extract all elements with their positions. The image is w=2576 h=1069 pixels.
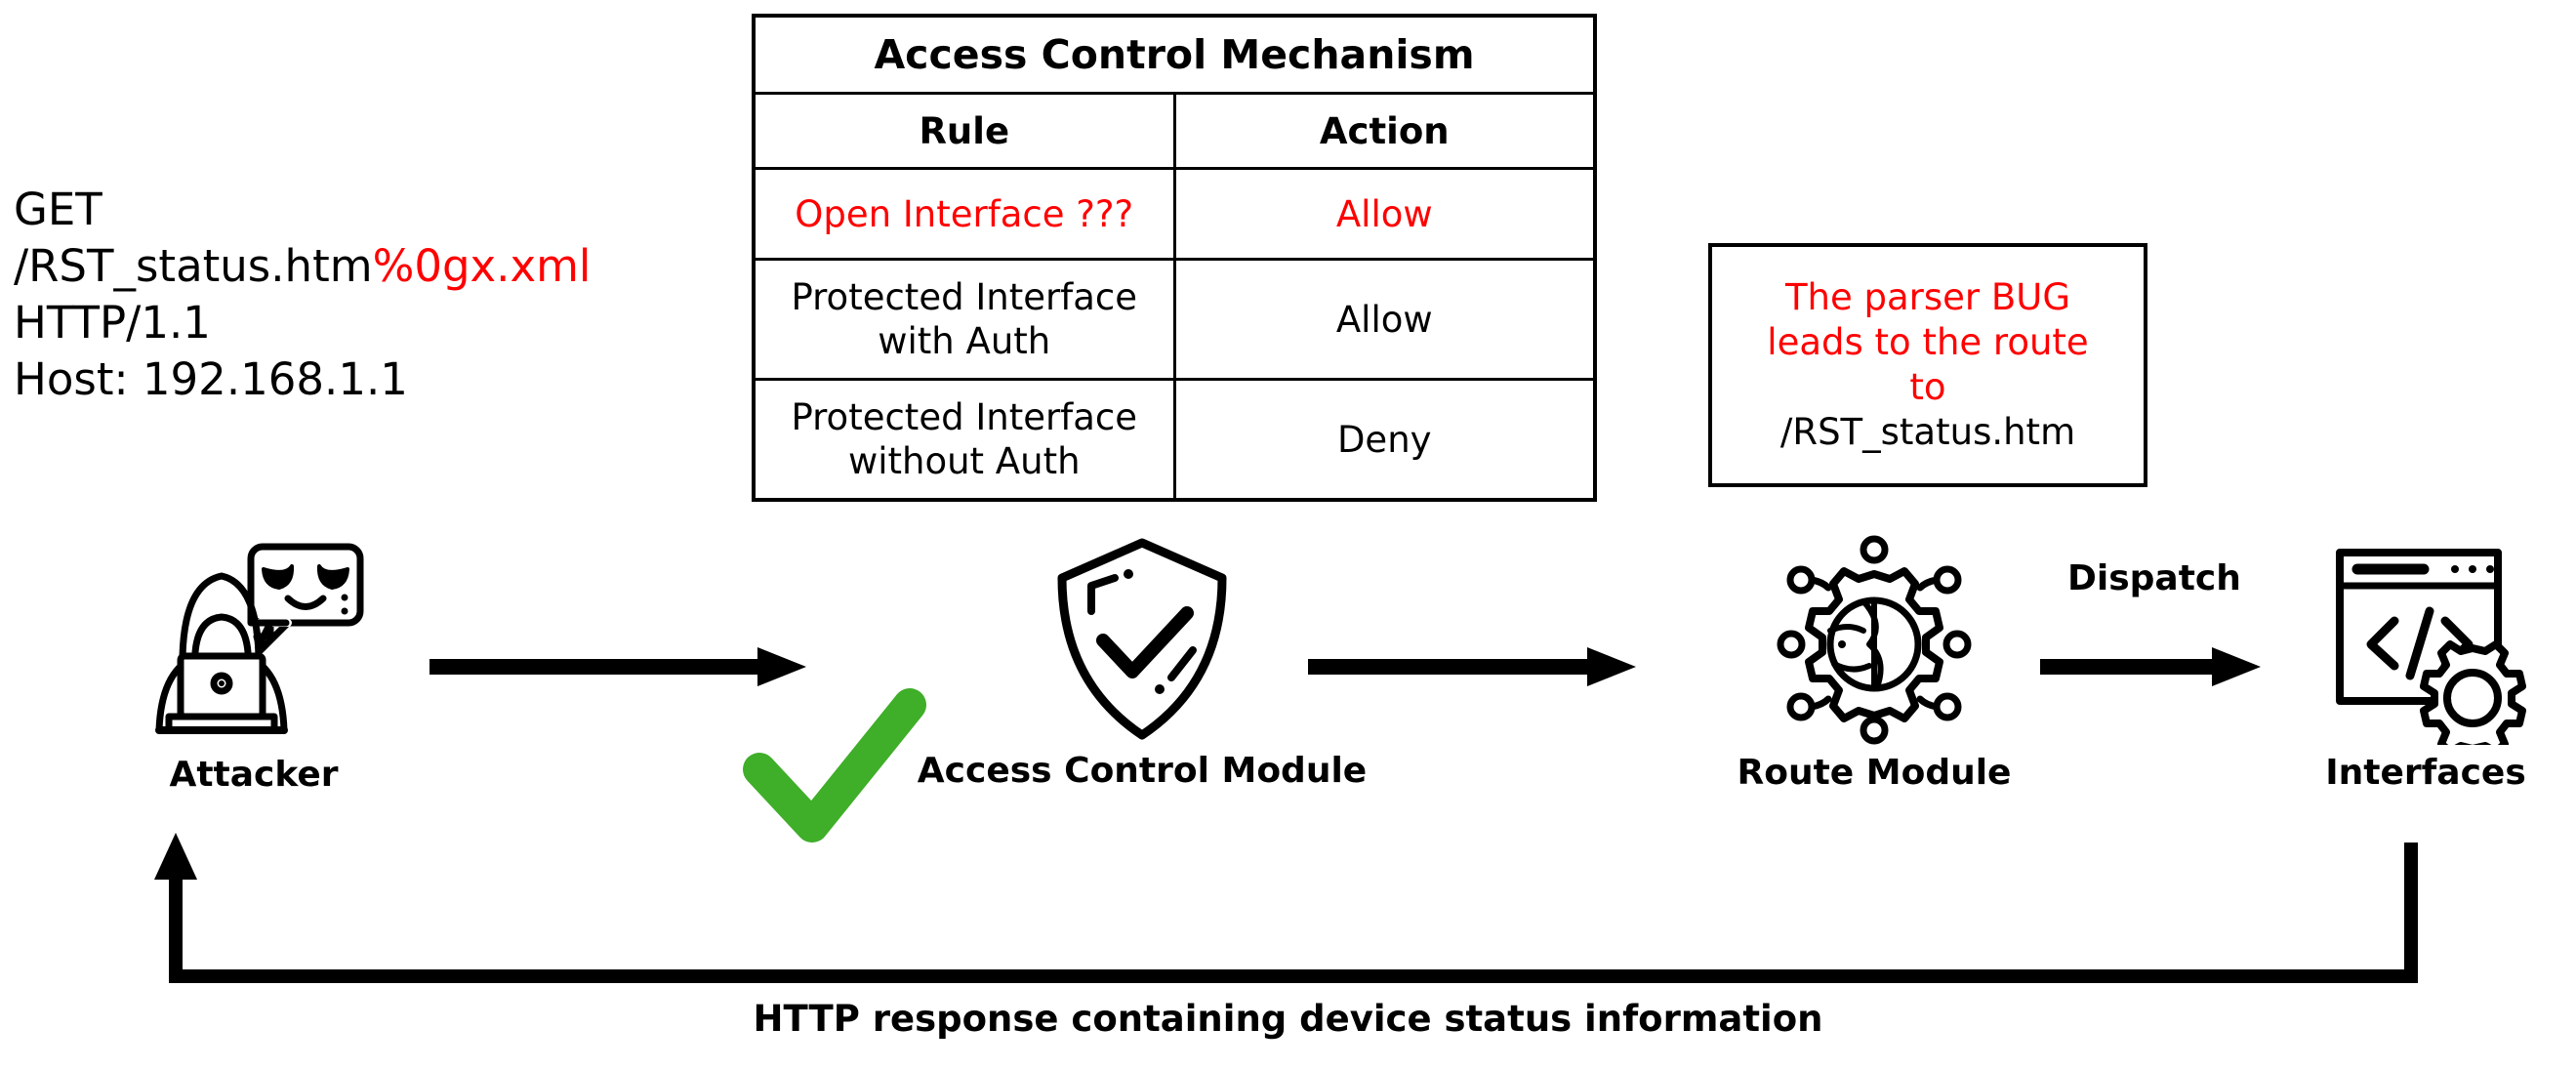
node-access-control-module: Access Control Module	[879, 535, 1406, 791]
action-cell-protected-without-auth: Deny	[1172, 378, 1597, 502]
action-cell-open-interface: Allow	[1172, 167, 1597, 261]
edge-label-dispatch: Dispatch	[2067, 558, 2241, 598]
rule-cell-protected-without-auth: Protected Interface without Auth	[752, 378, 1176, 502]
node-attacker: Attacker	[98, 537, 410, 795]
action-cell-protected-with-auth: Allow	[1172, 258, 1597, 381]
table-row: Protected Interface without Auth Deny	[752, 378, 1597, 502]
rule-cell-open-interface: Open Interface ???	[752, 167, 1176, 261]
arrow-return-response-to-attacker	[146, 825, 2450, 1005]
access-control-table: Access Control Mechanism Rule Action Ope…	[752, 14, 1597, 502]
arrow-route-to-interfaces	[2040, 639, 2265, 702]
note-line-1: The parser BUG	[1784, 276, 2071, 318]
note-route-path: /RST_status.htm	[1779, 411, 2076, 453]
http-request-line-uri: /RST_status.htm%0gx.xml	[14, 238, 591, 295]
node-interfaces: Interfaces	[2274, 535, 2576, 793]
rule-cell-protected-with-auth: Protected Interface with Auth	[752, 258, 1176, 381]
http-request-block: GET /RST_status.htm%0gx.xml HTTP/1.1 Hos…	[14, 182, 591, 408]
arrow-access-control-to-route	[1308, 639, 1640, 702]
edge-label-http-response: HTTP response containing device status i…	[753, 998, 1823, 1040]
node-route-module: Route Module	[1689, 535, 2060, 793]
node-label-access-control-module: Access Control Module	[917, 751, 1368, 791]
table-row: Protected Interface with Auth Allow	[752, 258, 1597, 381]
column-header-action: Action	[1172, 92, 1597, 170]
table-title: Access Control Mechanism	[754, 16, 1595, 95]
table-row-header: Rule Action	[752, 92, 1597, 170]
node-label-attacker: Attacker	[169, 755, 339, 795]
http-request-line-version: HTTP/1.1	[14, 297, 211, 349]
arrow-attacker-to-access-control	[429, 639, 810, 702]
node-label-route-module: Route Module	[1737, 753, 2012, 793]
gear-network-icon	[1762, 535, 1986, 749]
table-row-title: Access Control Mechanism	[754, 16, 1595, 95]
bypass-success-check-icon	[742, 683, 927, 849]
note-line-2: leads to the route	[1767, 321, 2089, 363]
http-request-uri-payload: %0gx.xml	[372, 240, 592, 292]
http-request-uri-base: /RST_status.htm	[14, 240, 373, 292]
http-request-line-host: Host: 192.168.1.1	[14, 353, 408, 405]
node-label-interfaces: Interfaces	[2325, 753, 2526, 793]
shield-check-icon	[1054, 535, 1230, 749]
table-row: Open Interface ??? Allow	[752, 167, 1597, 261]
parser-bug-note-box: The parser BUG leads to the route to /RS…	[1708, 243, 2147, 487]
column-header-rule: Rule	[752, 92, 1176, 170]
attacker-hacker-icon	[142, 537, 366, 751]
note-line-3: to	[1909, 366, 1946, 408]
http-request-line-method: GET	[14, 184, 102, 235]
browser-code-gear-icon	[2326, 535, 2526, 756]
